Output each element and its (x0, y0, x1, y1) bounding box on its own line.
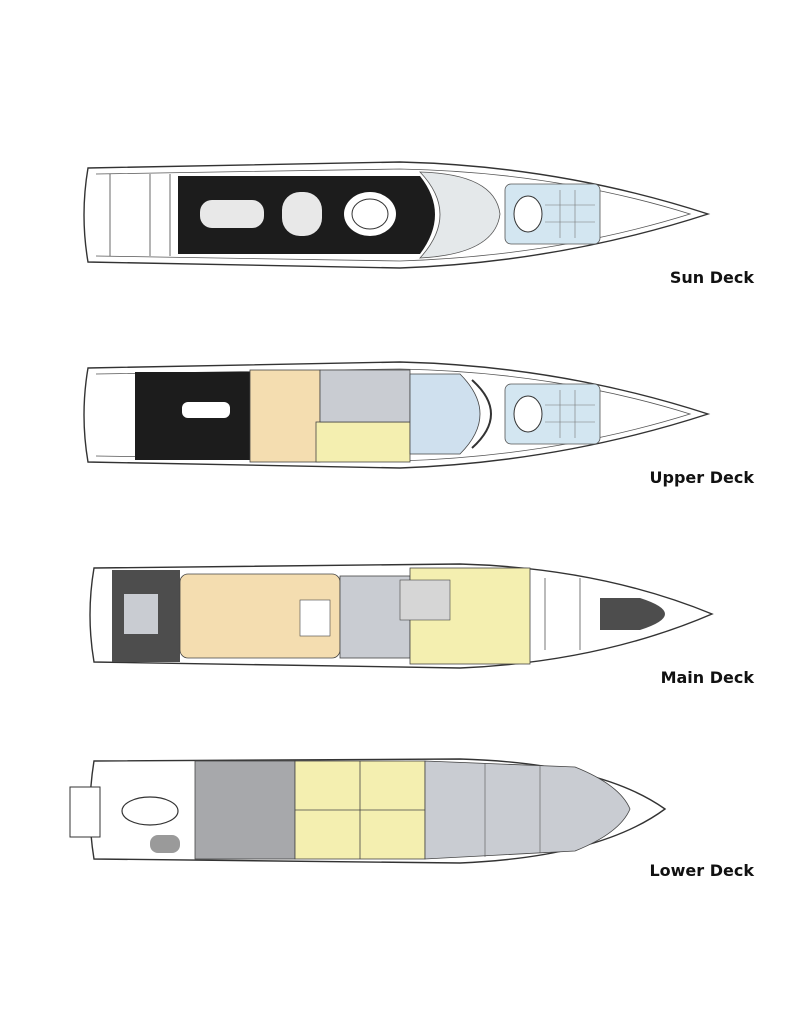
upper-deck-label: Upper Deck (649, 468, 754, 487)
sun-deck-plan: Sun Deck (0, 150, 800, 295)
upper-deck-skylounge (249, 369, 321, 463)
lower-deck-tender (121, 796, 179, 826)
lower-deck-swim-platform (69, 786, 101, 838)
sun-deck-drawing (83, 161, 711, 269)
lower-deck-plan: Lower Deck (0, 745, 800, 890)
main-deck-crew-stair (339, 575, 411, 659)
upper-deck-drawing (83, 361, 711, 469)
upper-deck-plan: Upper Deck (0, 350, 800, 495)
main-deck-foredeck (600, 598, 665, 630)
main-deck-drawing (89, 563, 714, 669)
sun-deck-canopy (419, 171, 501, 259)
main-deck-plan: Main Deck (0, 550, 800, 695)
upper-deck-wheelhouse (409, 373, 481, 455)
sun-deck-label: Sun Deck (669, 268, 754, 287)
lower-deck-crew-quarters (424, 760, 631, 860)
lower-deck-engine-room (194, 760, 296, 860)
upper-deck-crew-area (319, 369, 411, 423)
lower-deck-drawing (69, 758, 667, 864)
main-deck-label: Main Deck (660, 668, 754, 687)
lower-deck-label: Lower Deck (649, 861, 754, 880)
upper-deck-owner-suite (315, 421, 411, 463)
